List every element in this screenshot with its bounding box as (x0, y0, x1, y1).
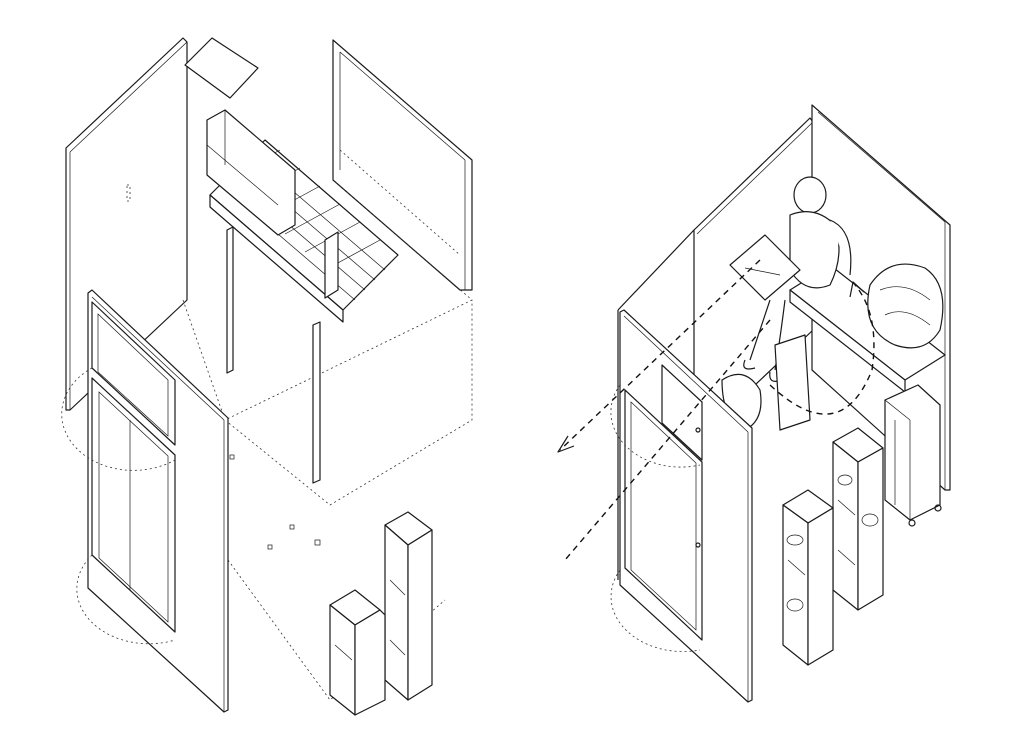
roof-block (184, 37, 259, 99)
upper-cabinet (661, 364, 703, 461)
back-right-wall-panel (332, 39, 473, 291)
shelving-units (782, 427, 884, 666)
chair (774, 334, 811, 431)
bedding (867, 263, 944, 349)
door-frame (624, 389, 703, 641)
floor-markers (229, 454, 321, 550)
front-wall-with-door (619, 309, 753, 703)
door-swing-arc (76, 554, 176, 645)
laptop (729, 234, 801, 301)
door-swing-arc (610, 569, 701, 652)
occupied-axonometric-view (557, 104, 951, 703)
person-with-laptop (729, 176, 852, 382)
suitcase (884, 384, 942, 527)
exploded-axonometric-view (61, 37, 473, 716)
loft-platform (206, 109, 399, 484)
stacked-shelving-units (329, 511, 433, 716)
front-wall-panel (87, 289, 229, 713)
movement-arrows (557, 259, 875, 561)
upper-window-frame (91, 301, 176, 446)
side-wall-outline (617, 229, 695, 311)
door-frame (91, 377, 176, 633)
